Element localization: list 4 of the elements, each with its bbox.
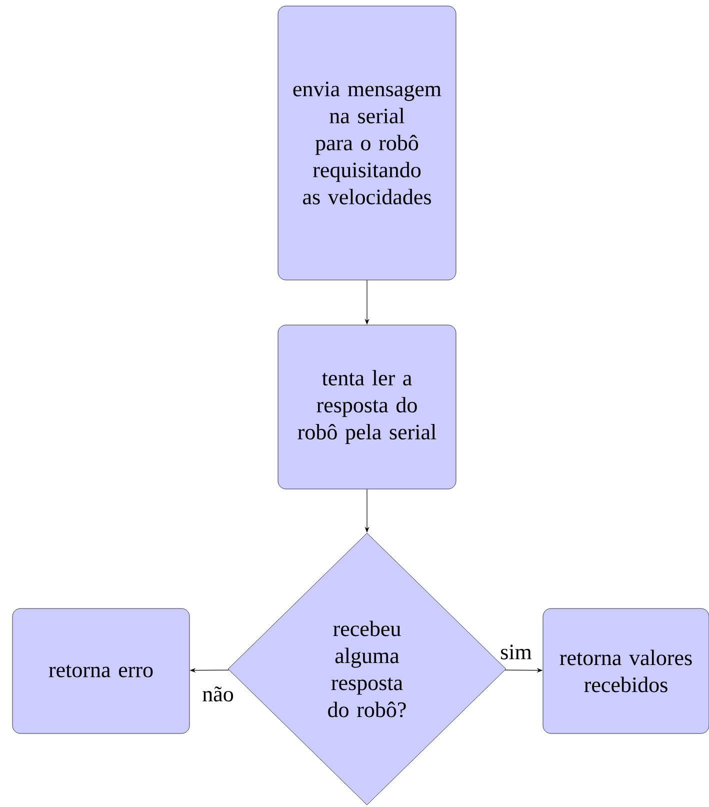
- process-box: retorna erro: [12, 608, 190, 734]
- process-box: retorna valores recebidos: [542, 608, 709, 734]
- process-box: envia mensagem na serial para o robô requisitando as velocidades: [278, 6, 456, 280]
- process-box: tenta ler a resposta do robô pela serial: [278, 324, 456, 490]
